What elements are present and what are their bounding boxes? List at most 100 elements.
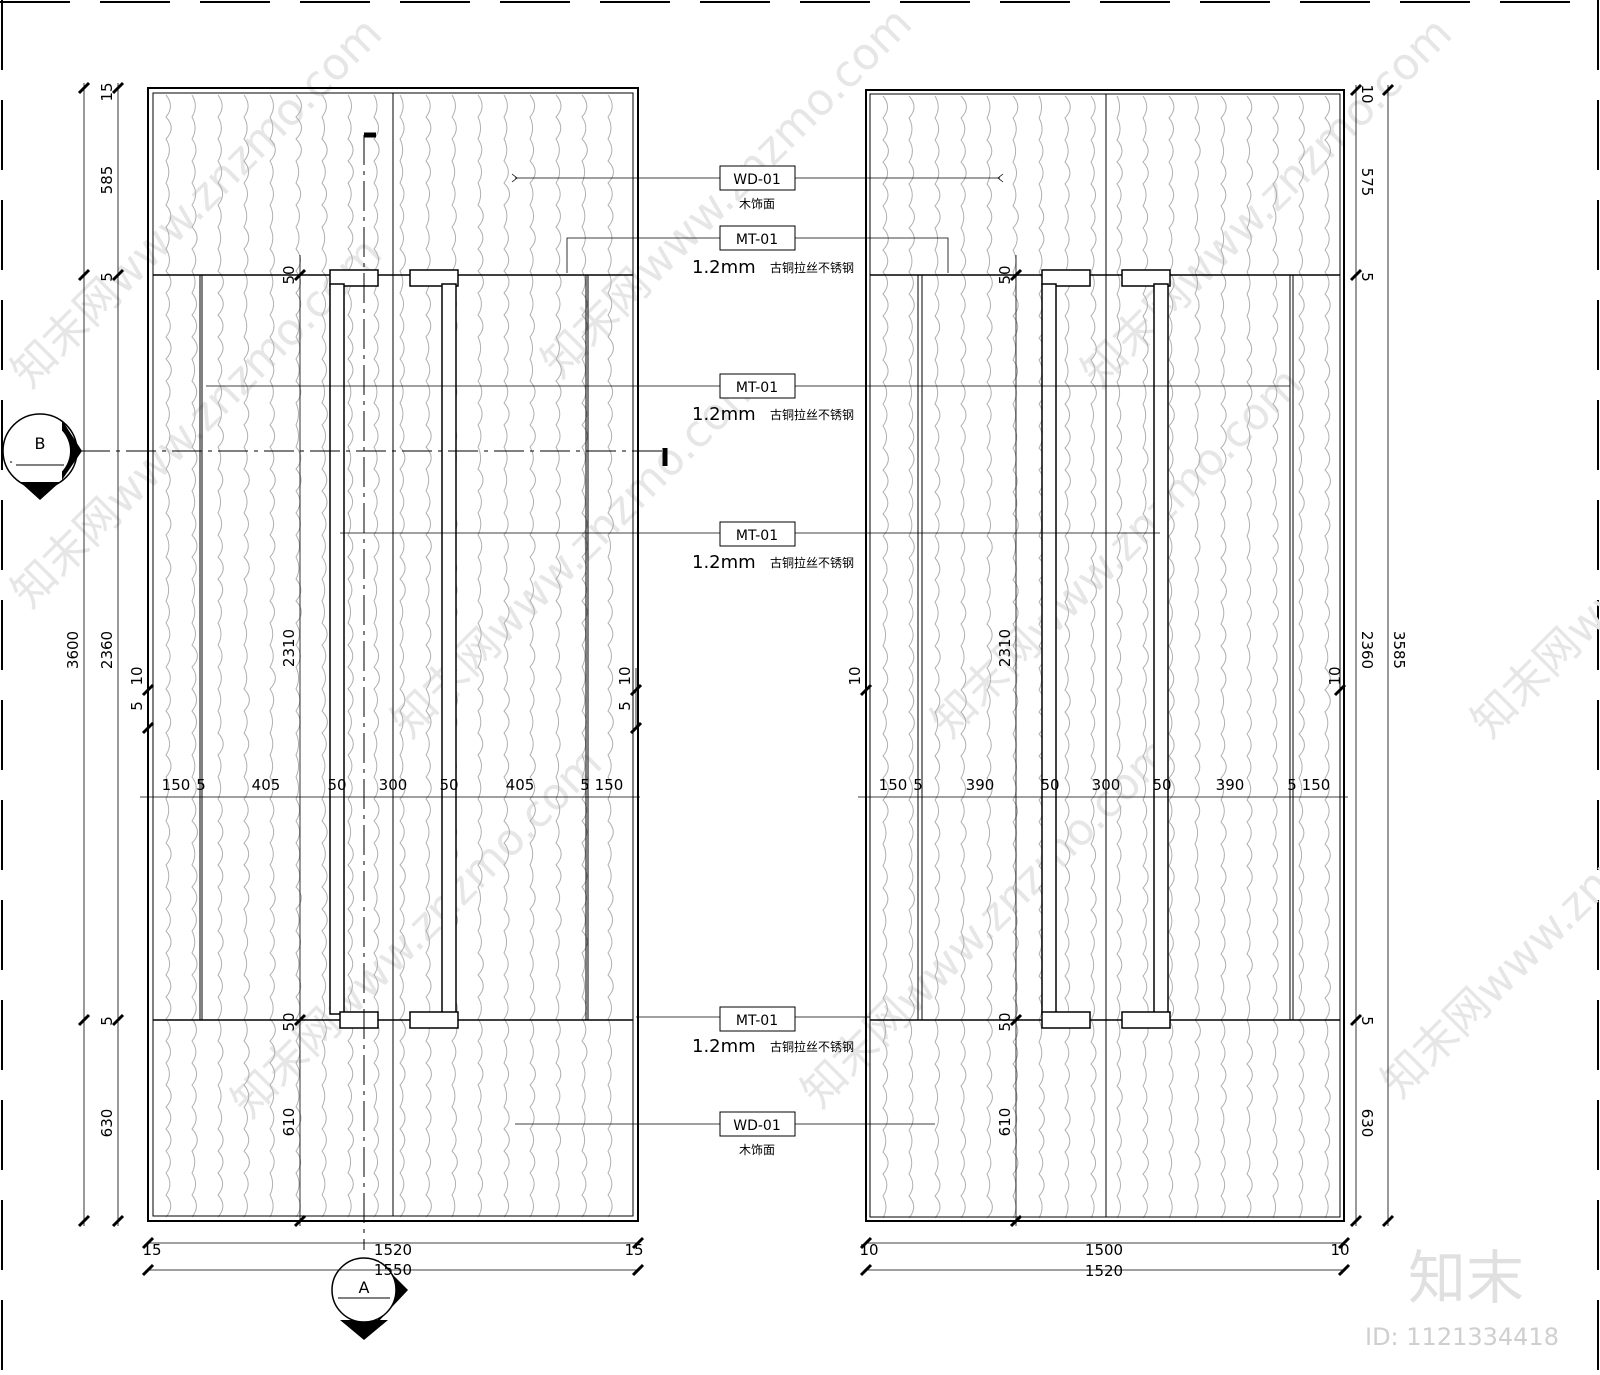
- dim-text: 300: [1092, 776, 1121, 794]
- dimension-tick: [1349, 1214, 1363, 1228]
- wood-grain-line: [555, 94, 562, 1218]
- dim-text: 50: [280, 265, 298, 284]
- dim-text: 5: [913, 776, 923, 794]
- dim-text: 2360: [1358, 631, 1376, 669]
- watermark-text: 知末网www.znzmo.com: [222, 737, 612, 1127]
- wood-grain-line: [1246, 95, 1253, 1219]
- right-door: [865, 89, 1345, 1222]
- dimension-tick: [859, 1263, 873, 1277]
- dim-text: 5: [1287, 776, 1297, 794]
- watermark-text: 知末网www.znzmo.com: [922, 357, 1312, 747]
- dim-text: 10: [1330, 1241, 1349, 1259]
- dim-text: 5: [98, 1016, 116, 1026]
- dimension-tick: [293, 268, 307, 282]
- callout-wd-01-bottom: WD-01 木饰面: [719, 1111, 796, 1157]
- dim-text: 390: [1216, 776, 1245, 794]
- dim-text: 150: [162, 776, 191, 794]
- dim-text: 15: [624, 1241, 643, 1259]
- right-door-dimensions: 10 575 5 2360 3585 5 630 50 2310 50 610 …: [846, 84, 1408, 1280]
- dim-text: 10: [128, 666, 146, 685]
- wood-grain-line: [477, 94, 484, 1218]
- watermark-text: 知末网www.znzmo.com: [1372, 717, 1600, 1107]
- dimension-tick: [293, 1214, 307, 1228]
- section-mark-a-label: A: [359, 1278, 370, 1297]
- callout-desc: 古铜拉丝不锈钢: [770, 260, 854, 275]
- dimension-tick: [77, 81, 91, 95]
- dim-text: 50: [996, 265, 1014, 284]
- dim-text: 5: [580, 776, 590, 794]
- dimension-lines: [83, 83, 1389, 1271]
- dim-text: 15: [142, 1241, 161, 1259]
- callout-code: WD-01: [733, 1118, 781, 1134]
- dimension-tick: [141, 1263, 155, 1277]
- dim-text: 10: [1358, 84, 1376, 103]
- callout-desc: 古铜拉丝不锈钢: [770, 555, 854, 570]
- wood-grain-line: [1194, 95, 1201, 1219]
- wood-grain-line: [191, 94, 198, 1218]
- wood-grain-line: [399, 94, 406, 1218]
- callout-code: WD-01: [733, 172, 781, 188]
- wood-grain-line: [425, 94, 432, 1218]
- section-line-a: [363, 132, 376, 1250]
- dim-text: 50: [327, 776, 346, 794]
- wood-grain-line: [503, 94, 510, 1218]
- wood-grain-line: [165, 94, 172, 1218]
- wood-grain-line: [217, 94, 224, 1218]
- callout-prefix: 1.2mm: [692, 552, 756, 573]
- dimension-tick: [859, 683, 873, 697]
- dim-text: 50: [1040, 776, 1059, 794]
- dimension-tick: [1349, 1013, 1363, 1027]
- dimension-tick: [77, 268, 91, 282]
- wood-grain-line: [1090, 95, 1097, 1219]
- dimension-tick: [629, 683, 643, 697]
- dim-text: 2310: [280, 629, 298, 667]
- dim-text: 3600: [64, 631, 82, 669]
- dimension-tick: [141, 683, 155, 697]
- dimension-tick: [859, 1236, 873, 1250]
- dim-text: 390: [966, 776, 995, 794]
- left-door-dimensions: 15 585 5 3600 2360 5 630 50 2310 50 610 …: [64, 82, 644, 1279]
- dimension-tick: [77, 1214, 91, 1228]
- dim-text: 300: [379, 776, 408, 794]
- dim-text: 15: [98, 82, 116, 101]
- dimension-tick: [1009, 268, 1023, 282]
- wood-grain-line: [934, 95, 941, 1219]
- section-line-b: [80, 448, 668, 466]
- dim-text: 50: [996, 1012, 1014, 1031]
- wood-grain-line: [243, 94, 250, 1218]
- dim-text: 3585: [1390, 631, 1408, 669]
- dimension-tick: [141, 1236, 155, 1250]
- dim-text: 50: [1152, 776, 1171, 794]
- dimension-tick: [1349, 83, 1363, 97]
- dim-text: 1520: [374, 1241, 412, 1259]
- dim-text: 5: [98, 272, 116, 282]
- dim-text: 5: [128, 701, 146, 711]
- wood-grain-line: [1324, 95, 1331, 1219]
- dim-text: 10: [859, 1241, 878, 1259]
- section-mark-a[interactable]: A: [331, 1257, 408, 1340]
- callout-code: MT-01: [736, 1013, 778, 1029]
- section-mark-b-label: B: [35, 434, 46, 453]
- dim-text: 2360: [98, 631, 116, 669]
- wood-grain-line: [581, 94, 588, 1218]
- dim-text: 405: [506, 776, 535, 794]
- wood-grain-line: [882, 95, 889, 1219]
- dimension-tick: [141, 721, 155, 735]
- dim-text: 5: [616, 701, 634, 711]
- callout-prefix: 1.2mm: [692, 404, 756, 425]
- wood-grain-line: [1298, 95, 1305, 1219]
- callout-wd-01-top: WD-01 木饰面: [719, 165, 796, 211]
- dimension-tick: [111, 1013, 125, 1027]
- dim-text: 5: [196, 776, 206, 794]
- wood-grain-line: [1142, 95, 1149, 1219]
- wood-grain-line: [529, 94, 536, 1218]
- dim-text: 150: [1302, 776, 1331, 794]
- section-mark-b[interactable]: B: [2, 413, 82, 500]
- wood-grain-line: [269, 94, 276, 1218]
- wood-grain-line: [1272, 95, 1279, 1219]
- dimension-tick: [111, 1214, 125, 1228]
- dim-text: 5: [1358, 272, 1376, 282]
- watermark-text: 知末网www.znzmo.com: [1072, 7, 1462, 397]
- wood-grain-line: [1116, 95, 1123, 1219]
